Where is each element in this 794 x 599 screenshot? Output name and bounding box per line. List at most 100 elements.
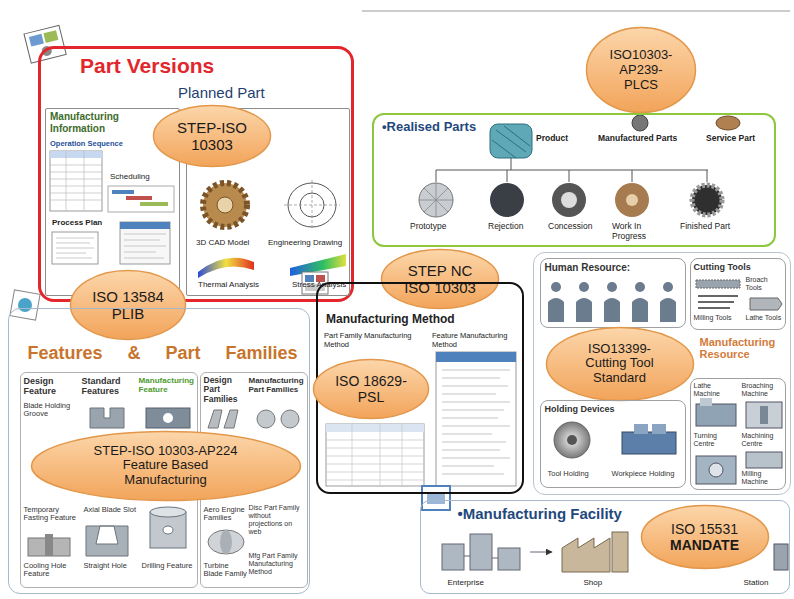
standard-label: STEP-ISO 10303 [173, 119, 251, 154]
box-caption: Manufactured Parts [598, 134, 677, 144]
standard-label: STEP-ISO 10303-AP224 Feature Based Manuf… [86, 443, 246, 488]
standard-ellipse: ISO 18629- PSL [312, 358, 430, 420]
box-caption: Disc Part Family without projections on … [249, 504, 305, 536]
text-slot: Drilling Feature [142, 562, 196, 571]
box-caption: Turning Centre [694, 432, 738, 448]
box-caption: Process Plan [52, 218, 102, 227]
standard-ellipse: STEP-ISO 10303-AP224 Feature Based Manuf… [30, 430, 302, 502]
ellipse-text-block: ISO10303- AP239- PLCS [605, 48, 677, 93]
text-slot: Feature Manufacturing Method [432, 332, 518, 349]
box-caption: Broach Tools [746, 276, 784, 292]
box-caption: Turbine Blade Family [204, 562, 248, 579]
box-caption: Enterprise [448, 578, 484, 587]
box-caption: Finished Part [680, 222, 742, 232]
text-slot: Part Family Manufacturing Method [324, 332, 414, 349]
standard-label: ISO 13584 PLIB [88, 288, 168, 323]
ellipse-shape [154, 106, 271, 167]
text-slot: Workpiece Holding [612, 470, 675, 479]
text-slot: Manufacturing Feature [139, 376, 196, 395]
cutting-tools-box: Cutting ToolsBroach ToolsMilling ToolsLa… [690, 258, 786, 330]
box-heading: Cutting Tools [694, 262, 751, 272]
text-slot: Manufacturing Resource [700, 336, 788, 361]
text-slot: Part Versions [80, 54, 214, 78]
human-resource-box: Human Resource: [540, 258, 686, 328]
box-caption: Aero Engine Families [204, 506, 248, 523]
box-caption: Lathe Machine [694, 382, 738, 398]
box-heading: Part Versions [80, 54, 214, 78]
ellipse-shape [71, 271, 186, 340]
text-slot: Milling Machine [742, 470, 784, 486]
text-slot: Human Resource: [545, 262, 631, 274]
box-caption: Stress Analysis [292, 280, 346, 289]
text-slot: Axial Blade Slot [84, 506, 138, 515]
box-caption: Tool Holding [548, 470, 589, 479]
text-slot: Service Part [706, 134, 755, 144]
box-heading: •Realised Parts [382, 120, 476, 135]
text-slot: Scheduling [110, 172, 150, 181]
standard-label: ISO13399- Cutting Tool Standard [570, 341, 670, 386]
text-slot: Work In Progress [612, 222, 658, 242]
box-caption: Drilling Feature [142, 562, 196, 571]
box-caption: Concession [548, 222, 604, 232]
text-slot: Prototype [410, 222, 462, 232]
features-panel: Features & Part FamiliesDesign FeatureSt… [8, 308, 310, 594]
box-heading: Features & Part Families [28, 343, 298, 364]
box-caption: Thermal Analysis [198, 280, 259, 289]
box-heading: 3D CAD Model [196, 238, 249, 247]
text-slot: Thermal Analysis [198, 280, 259, 289]
box-caption: Scheduling [110, 172, 150, 181]
ellipse-shape [31, 431, 300, 500]
text-slot: Broach Tools [746, 276, 784, 292]
standard-label: STEP NC ISO 10303 [399, 262, 481, 297]
box-caption: Temporary Fasting Feature [24, 506, 80, 523]
text-slot: •Realised Parts [382, 120, 476, 135]
text-slot: Planned Part [178, 84, 265, 101]
text-slot: Mfg Part Family Manufacturing Method [249, 552, 305, 576]
text-slot: Cutting Tools [694, 262, 751, 272]
standard-label: ISO 15531 [660, 520, 750, 536]
box-heading: Design Part Families [204, 376, 248, 405]
box-caption: Rejection [488, 222, 538, 232]
ellipse-text-block: STEP-ISO 10303 [173, 119, 251, 154]
text-slot: Manufacturing Information [50, 111, 150, 134]
text-slot: Turning Centre [694, 432, 738, 448]
box-caption: Prototype [410, 222, 462, 232]
box-caption: Service Part [706, 134, 755, 144]
box-caption: Standard Features [82, 376, 136, 397]
box-caption: Lathe Tools [746, 314, 784, 322]
box-caption: Feature Manufacturing Method [432, 332, 518, 349]
standard-ellipse: ISO13399- Cutting Tool Standard [545, 326, 695, 402]
text-slot: Lathe Machine [694, 382, 738, 398]
ellipse-shape [641, 505, 768, 568]
box-caption: Work In Progress [612, 222, 658, 242]
ellipse-shape [314, 360, 429, 419]
text-slot: Rejection [488, 222, 538, 232]
box-caption: Machining Centre [742, 432, 784, 448]
standard-label: ISO10303- AP239- PLCS [605, 48, 677, 93]
ellipse-text-block: STEP-ISO 10303-AP224 Feature Based Manuf… [86, 443, 246, 488]
text-slot: Design Feature [24, 376, 78, 397]
standard-label: ISO 18629- PSL [330, 373, 412, 405]
box-heading: Human Resource: [545, 262, 631, 274]
box-caption: Mfg Part Family Manufacturing Method [249, 552, 305, 576]
standard-ellipse: STEP-ISO 10303 [152, 104, 272, 168]
text-slot: Manufacturing Method [326, 313, 455, 327]
part-versions-panel: Part VersionsPlanned PartManufacturing I… [38, 46, 354, 302]
machine-tools-box: Broaching MachineLathe MachineMachining … [690, 378, 786, 490]
box-caption: Operation Sequence [50, 140, 123, 149]
text-slot: Features & Part Families [28, 343, 298, 364]
text-slot: Standard Features [82, 376, 136, 397]
box-caption: Straight Hole [84, 562, 138, 571]
box-caption: Cooling Hole Feature [24, 562, 80, 579]
text-slot: 3D CAD Model [196, 238, 249, 247]
box-heading: Manufacturing Method [326, 313, 455, 327]
text-slot: Manufactured Parts [598, 134, 677, 144]
text-slot: Finished Part [680, 222, 742, 232]
text-slot: Cooling Hole Feature [24, 562, 80, 579]
box-caption: Blade Holding Groove [24, 402, 80, 419]
ellipse-shape [382, 250, 499, 309]
box-caption: Part Family Manufacturing Method [324, 332, 414, 349]
text-slot: Aero Engine Families [204, 506, 248, 523]
box-heading: •Manufacturing Facility [458, 505, 622, 522]
ellipse-shape [587, 28, 696, 113]
